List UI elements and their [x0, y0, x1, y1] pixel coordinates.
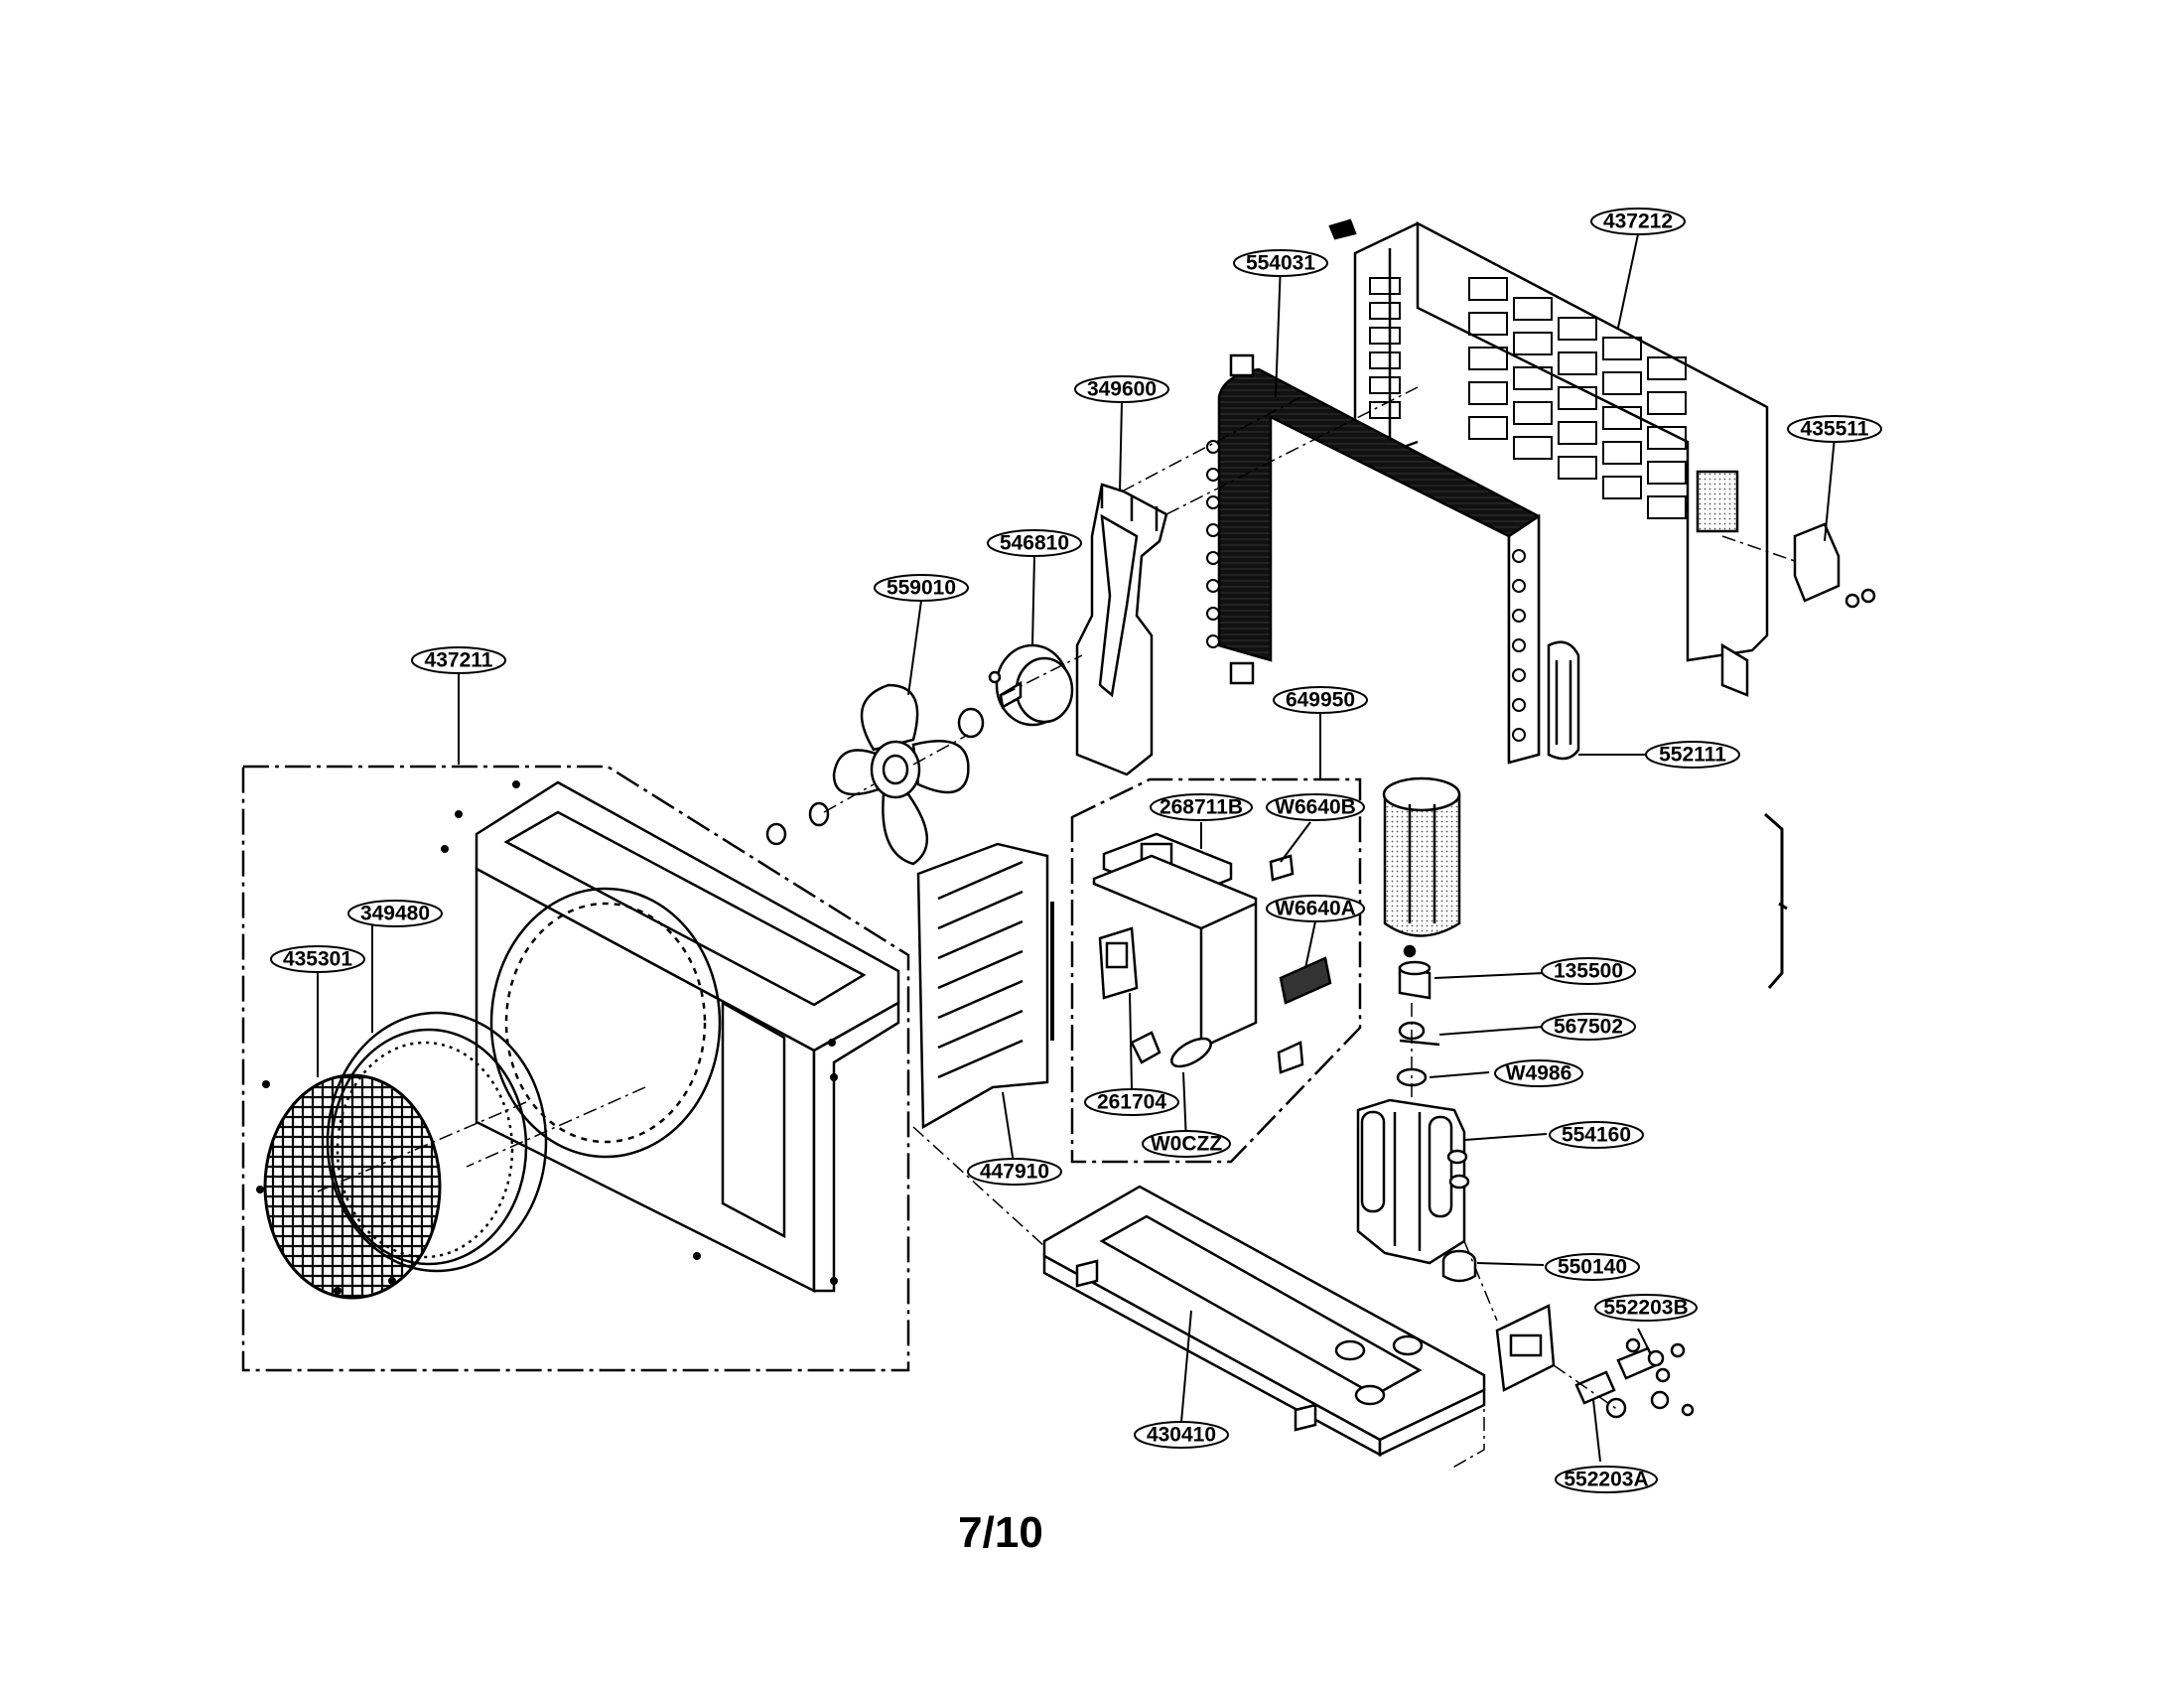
callout-550140: 550140 — [1558, 1256, 1627, 1279]
callout-559010: 559010 — [887, 577, 956, 600]
motor-bracket-349600 — [1075, 483, 1168, 776]
front-cabinet-group-437211 — [241, 765, 910, 1372]
callout-135500: 135500 — [1554, 960, 1623, 983]
callout-552203B: 552203B — [1603, 1297, 1688, 1320]
control-box-group-649950 — [1070, 777, 1362, 1164]
assembly-guide-lines — [317, 386, 1796, 1471]
service-valve-552203B — [1616, 1337, 1686, 1380]
relay-261704 — [1098, 926, 1161, 1064]
callout-430410: 430410 — [1147, 1424, 1216, 1447]
callout-349480: 349480 — [360, 903, 430, 925]
grommet-567502 — [1398, 1021, 1440, 1047]
control-board-268711B — [1092, 832, 1258, 1050]
callout-554160: 554160 — [1562, 1124, 1631, 1147]
callout-437212: 437212 — [1603, 210, 1673, 233]
mount-135500 — [1398, 944, 1432, 1000]
callout-447910: 447910 — [980, 1161, 1049, 1184]
front-grille-435301 — [263, 1073, 442, 1300]
callout-567502: 567502 — [1554, 1016, 1623, 1039]
callout-261704: 261704 — [1097, 1091, 1166, 1114]
sound-blanket-compressor — [1382, 776, 1461, 937]
fan-nut-washer — [765, 801, 830, 846]
capacitor-W0CZZ — [1170, 1037, 1304, 1074]
callout-W0CZZ: W0CZZ — [1151, 1133, 1222, 1156]
side-bracket-435511 — [1793, 522, 1876, 609]
condenser-coil-554031 — [1206, 353, 1580, 765]
callout-ellipses — [270, 208, 1882, 1493]
callout-435301: 435301 — [283, 948, 352, 971]
callout-649950: 649950 — [1286, 689, 1355, 712]
grille-screws — [256, 780, 838, 1295]
front-cabinet-437211 — [475, 780, 900, 1294]
base-pan-430410 — [1042, 1185, 1486, 1458]
leader-lines — [317, 233, 1836, 1463]
callout-349600: 349600 — [1087, 378, 1157, 401]
rear-cabinet-437212 — [1328, 218, 1769, 697]
callout-435511: 435511 — [1801, 418, 1869, 441]
callout-554031: 554031 — [1246, 252, 1315, 275]
callout-W6640A: W6640A — [1275, 898, 1356, 920]
callout-552203A: 552203A — [1564, 1469, 1648, 1491]
valve-bracket — [1495, 1304, 1556, 1392]
callout-546810: 546810 — [1000, 532, 1069, 555]
service-valve-552203A — [1574, 1367, 1695, 1419]
terminal-W6640A — [1279, 956, 1332, 1005]
page-number: 7/10 — [958, 1508, 1043, 1557]
partition-plate-447910 — [916, 842, 1054, 1130]
propeller-fan-559010 — [832, 683, 985, 866]
callout-W4986: W4986 — [1506, 1062, 1572, 1085]
fan-motor-546810 — [988, 643, 1074, 727]
callout-552111: 552111 — [1659, 744, 1726, 767]
pipe-clip — [1764, 812, 1788, 989]
compressor-554160 — [1356, 1098, 1470, 1265]
mount-550140 — [1441, 1249, 1477, 1283]
callout-268711B: 268711B — [1160, 796, 1243, 819]
callout-437211: 437211 — [425, 649, 493, 672]
callout-W6640B: W6640B — [1275, 796, 1356, 819]
